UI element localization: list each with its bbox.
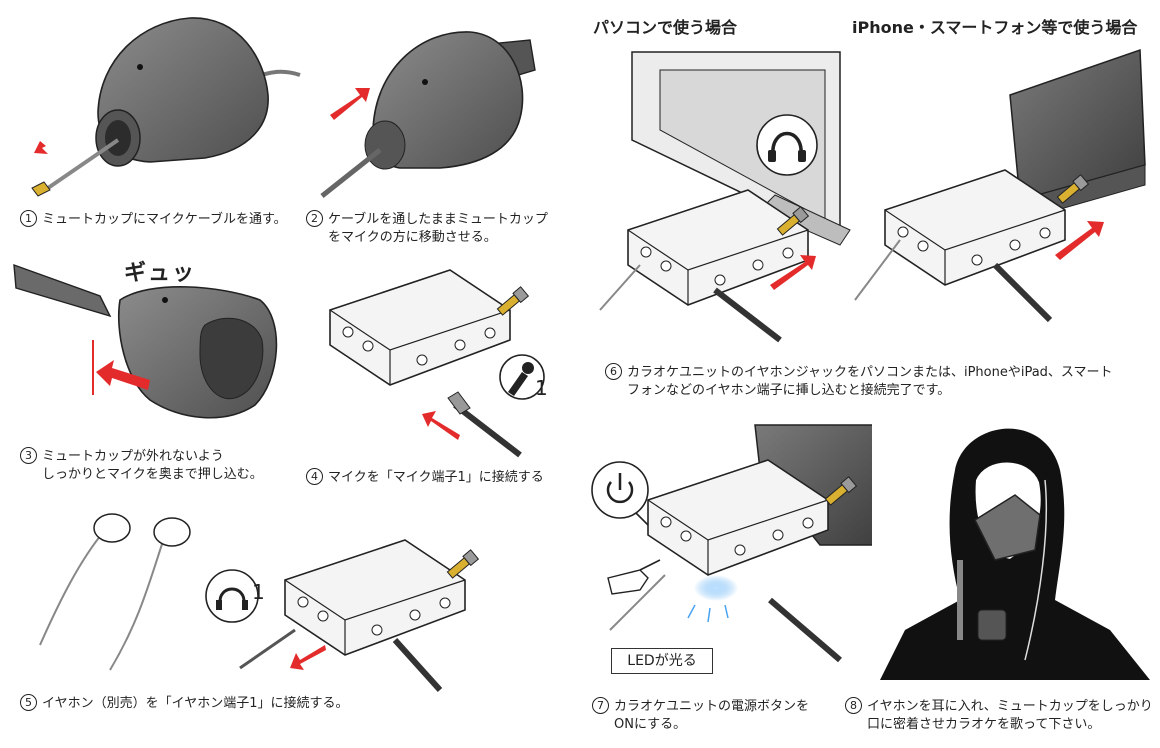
step-7-number: 7 [592, 697, 609, 714]
step-4-number: 4 [306, 468, 323, 485]
step-4-line-1: マイクを「マイク端子1」に接続する [328, 470, 544, 485]
step-7-caption: 7 カラオケユニットの電源ボタンを ONにする。 [592, 697, 809, 734]
step1-illustration [31, 17, 301, 197]
step-6-line-1: カラオケユニットのイヤホンジャックをパソコンまたは、iPhoneやiPad、スマ… [627, 365, 1113, 380]
heading-phone: iPhone・スマートフォン等で使う場合 [852, 18, 1138, 37]
step4-illustration [329, 269, 545, 458]
onomatopoeia-squeeze: ギュッ [124, 261, 197, 286]
step-8-number: 8 [845, 697, 862, 714]
step-5-line-1: イヤホン（別売）を「イヤホン端子1」に接続する。 [42, 696, 349, 711]
step-3-caption: 3 ミュートカップが外れないよう しっかりとマイクを奥まで押し込む。 [20, 447, 263, 484]
step-1-line-1: ミュートカップにマイクケーブルを通す。 [42, 212, 287, 227]
step-1-caption: 1 ミュートカップにマイクケーブルを通す。 [20, 210, 287, 229]
step7-illustration [591, 424, 881, 663]
headphone-bubble [205, 569, 259, 623]
heading-pc: パソコンで使う場合 [593, 18, 738, 37]
step-2-number: 2 [306, 210, 323, 227]
step-3-number: 3 [20, 447, 37, 464]
step5-illustration [39, 513, 479, 693]
smartphone-illustration [854, 48, 1146, 323]
step-2-line-1: ケーブルを通したままミュートカップ [328, 212, 548, 227]
step-7-line-1: カラオケユニットの電源ボタンを [614, 699, 810, 714]
step-3-line-2: しっかりとマイクを奥まで押し込む。 [42, 467, 263, 482]
step-6-caption: 6 カラオケユニットのイヤホンジャックをパソコンまたは、iPhoneやiPad、ス… [605, 363, 1113, 400]
step-1-number: 1 [20, 210, 37, 227]
step-6-number: 6 [605, 363, 622, 380]
step-8-line-1: イヤホンを耳に入れ、ミュートカップをしっかり [867, 699, 1153, 714]
step-2-line-2: をマイクの方に移動させる。 [328, 230, 497, 245]
headphone-bubble-number: 1 [252, 580, 265, 604]
step8-illustration [872, 422, 1154, 680]
led-label: LEDが光る [611, 648, 713, 674]
step-8-line-2: 口に密着させカラオケを歌って下さい。 [867, 717, 1101, 732]
step-8-caption: 8 イヤホンを耳に入れ、ミュートカップをしっかり 口に密着させカラオケを歌って下さ… [845, 697, 1153, 734]
step-7-line-2: ONにする。 [614, 717, 687, 732]
step-2-caption: 2 ケーブルを通したままミュートカップ をマイクの方に移動させる。 [306, 210, 548, 247]
mic-bubble-number: 1 [535, 376, 548, 400]
laptop-illustration [599, 51, 851, 343]
step-5-caption: 5 イヤホン（別売）を「イヤホン端子1」に接続する。 [20, 694, 349, 713]
step-3-line-1: ミュートカップが外れないよう [42, 449, 224, 464]
step3-illustration [13, 263, 278, 419]
step2-illustration [320, 31, 536, 198]
step-5-number: 5 [20, 694, 37, 711]
step-4-caption: 4 マイクを「マイク端子1」に接続する [306, 468, 544, 487]
step-6-line-2: フォンなどのイヤホン端子に挿し込むと接続完了です。 [627, 383, 951, 398]
